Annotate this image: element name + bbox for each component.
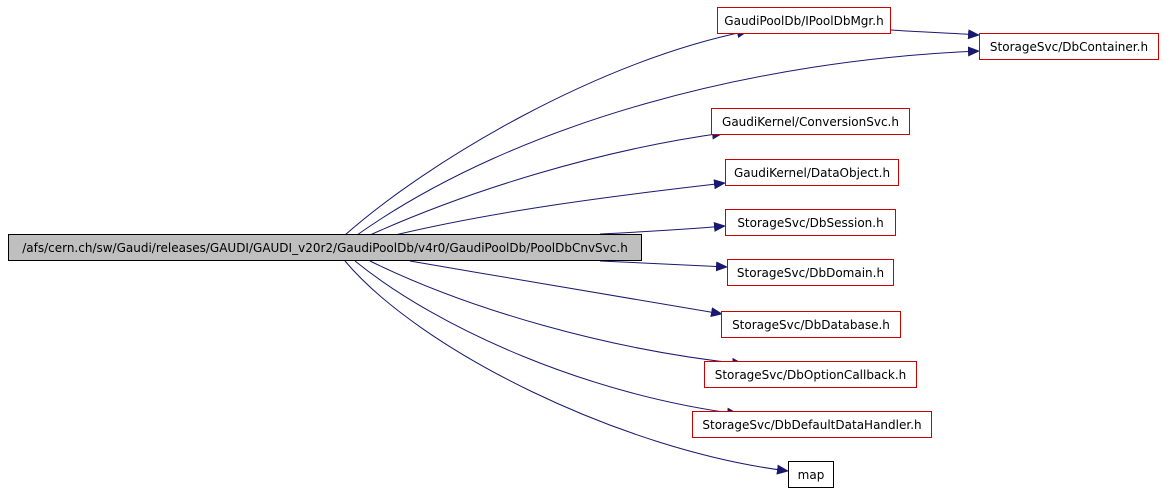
node-gaudipooldb-ipooldbmgr[interactable]: GaudiPoolDb/IPoolDbMgr.h — [717, 7, 891, 34]
node-storagesvc-dbdefaultdatahandler[interactable]: StorageSvc/DbDefaultDataHandler.h — [692, 411, 932, 438]
edge-root-to-dbdatabase — [409, 260, 723, 318]
node-storagesvc-dbcontainer[interactable]: StorageSvc/DbContainer.h — [979, 33, 1159, 60]
edge-root-to-map — [344, 260, 789, 475]
edge-root-to-dbdefaultdatahandler — [354, 260, 739, 418]
node-storagesvc-dbdatabase[interactable]: StorageSvc/DbDatabase.h — [721, 311, 901, 338]
node-storagesvc-dbdomain[interactable]: StorageSvc/DbDomain.h — [727, 259, 894, 286]
edge-root-to-dbdomain — [599, 260, 728, 272]
node-gaudikernel-conversionsvc[interactable]: GaudiKernel/ConversionSvc.h — [711, 108, 910, 135]
node-map: map — [788, 461, 834, 488]
edge-root-to-conversionsvc — [369, 129, 724, 236]
edge-root-to-dboptioncallback — [369, 260, 744, 368]
edge-root-to-dataobject — [394, 179, 726, 236]
edge-root-to-dbcontainer — [356, 46, 980, 236]
edge-ipooldbmgr-to-dbcontainer — [890, 29, 980, 40]
node-root-file[interactable]: /afs/cern.ch/sw/Gaudi/releases/GAUDI/GAU… — [8, 234, 642, 261]
node-storagesvc-dboptioncallback[interactable]: StorageSvc/DbOptionCallback.h — [704, 361, 917, 388]
node-storagesvc-dbsession[interactable]: StorageSvc/DbSession.h — [725, 209, 896, 236]
node-gaudikernel-dataobject[interactable]: GaudiKernel/DataObject.h — [725, 159, 899, 186]
edge-root-to-ipooldbmgr — [344, 28, 749, 236]
edge-root-to-dbsession — [599, 221, 726, 235]
